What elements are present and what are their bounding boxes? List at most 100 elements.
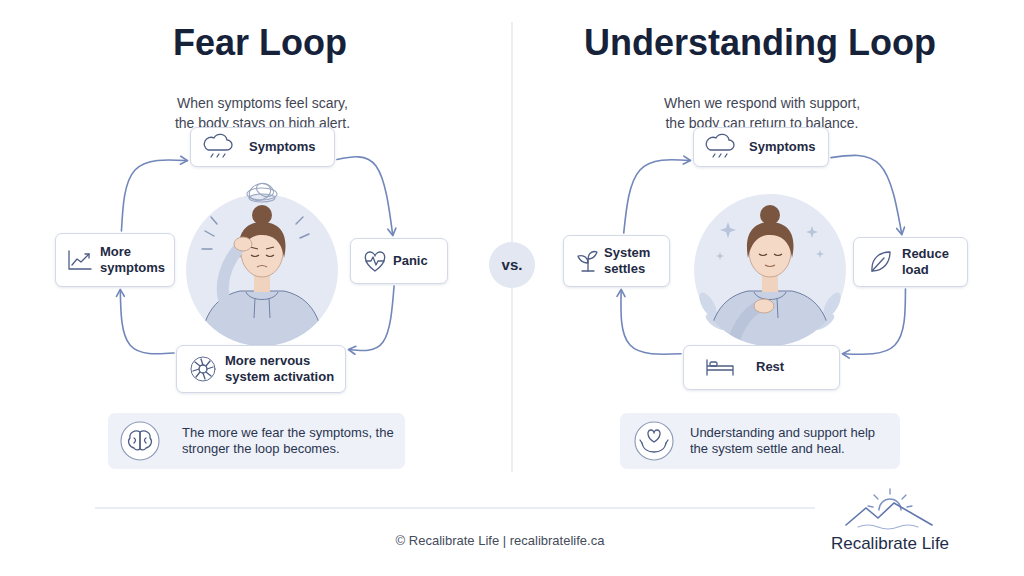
soft-smile — [765, 265, 775, 267]
hair — [747, 222, 794, 258]
leaf-vein — [872, 258, 884, 271]
bed-frame — [707, 360, 733, 375]
sparkle — [806, 226, 818, 238]
footer-credit: © Recalibrate Life | recalibratelife.ca — [300, 532, 700, 550]
loop-step-box: Reduce load — [853, 237, 968, 287]
note-box: Understanding and support help the syste… — [620, 413, 900, 469]
hair-bun — [760, 205, 780, 225]
closed-eyes — [251, 255, 274, 257]
brain-right — [140, 431, 151, 450]
loop-step-box: Panic — [350, 238, 448, 284]
node-text: Reduce load — [902, 246, 965, 279]
scribble-loop — [249, 194, 275, 202]
versus-disc — [489, 242, 535, 288]
stress-line — [205, 231, 214, 236]
calm-person-illustration — [694, 194, 846, 350]
logo-wordmark: Recalibrate Life — [810, 532, 970, 556]
logo-ray — [902, 495, 906, 499]
chart-axis — [69, 251, 91, 269]
sprout-leaf — [578, 256, 588, 263]
node-text: System settles — [604, 245, 667, 278]
chart-arrow — [85, 254, 89, 258]
nerve-core — [199, 365, 207, 373]
person-body — [708, 291, 832, 350]
cupped-hands — [642, 443, 666, 452]
hair-bun — [252, 205, 272, 225]
logo-mark — [846, 489, 932, 529]
loop-arrow — [831, 155, 902, 234]
cloud-rain — [713, 154, 727, 157]
node-text: Rest — [756, 359, 784, 375]
sparkle — [716, 252, 724, 260]
caring-hands-icon — [635, 422, 673, 460]
frowning-brows — [250, 247, 274, 249]
versus-circle: vs. — [488, 241, 536, 289]
node-text: Symptoms — [749, 139, 815, 155]
loop-step-box: Symptoms — [190, 127, 335, 167]
leaf-outline — [872, 252, 890, 271]
heart-outline — [365, 252, 384, 271]
hoodie — [708, 291, 832, 350]
sprout-stem — [587, 259, 588, 271]
hood-string — [269, 298, 270, 318]
raised-arm — [223, 247, 240, 305]
nerve-icon — [191, 357, 215, 381]
loop-step-box: Symptoms — [693, 127, 829, 167]
brain-folds — [134, 438, 146, 443]
cloud-icon — [204, 134, 232, 157]
nerve-branches — [193, 359, 213, 379]
loop-arrow — [621, 290, 681, 354]
loop-arrow — [120, 290, 174, 354]
node-text: More symptoms — [100, 244, 172, 277]
hood-collar — [246, 292, 278, 300]
icon-ring — [635, 422, 673, 460]
nerve-ring — [191, 357, 215, 381]
heart-pulse-icon — [365, 252, 384, 271]
chart-line — [72, 254, 89, 265]
leaf-icon — [872, 252, 890, 271]
logo-ray — [907, 506, 912, 507]
logo-rays — [868, 489, 912, 507]
node-text: Understanding and support help the syste… — [690, 425, 890, 458]
logo-wave — [858, 525, 918, 529]
hood-collar — [754, 292, 786, 300]
icon-ring — [121, 422, 159, 460]
loop-step-box: More symptoms — [55, 233, 175, 287]
loop-arrow — [349, 286, 394, 351]
hand-on-chest — [754, 299, 774, 313]
footer-rule — [95, 507, 815, 508]
bed-pillow — [710, 362, 717, 366]
hand-on-head — [234, 237, 252, 251]
versus-text: vs. — [502, 256, 523, 275]
stress-line — [296, 217, 303, 224]
node-text: Panic — [393, 253, 428, 269]
sprout-leaf — [588, 252, 597, 259]
bed-icon — [707, 360, 733, 375]
hand-thumbs — [640, 440, 668, 443]
stressed-person-illustration — [186, 181, 338, 350]
closed-eyes — [759, 254, 782, 256]
loop-arrow — [337, 157, 393, 235]
brain-icon — [121, 422, 159, 460]
cloud-outline — [706, 134, 734, 150]
stress-line — [211, 217, 217, 224]
pulse-line — [366, 257, 384, 265]
loop-step-box: System settles — [563, 235, 670, 287]
stress-line — [300, 234, 309, 238]
scribble-loop — [254, 181, 275, 199]
node-text: More nervous system activation — [225, 353, 341, 386]
sprout-icon — [578, 252, 597, 271]
cloud-icon — [706, 134, 734, 157]
logo-ray — [889, 489, 890, 494]
loop-step-box: Rest — [683, 345, 840, 390]
note-box: The more we fear the symptoms, the stron… — [108, 413, 405, 469]
rising-chart-icon — [69, 251, 91, 269]
logo-mountains — [846, 503, 932, 525]
cloud-outline — [204, 134, 232, 150]
hood-string — [254, 298, 255, 318]
hood-string — [777, 298, 778, 318]
panel-title: Fear Loop — [110, 18, 410, 68]
